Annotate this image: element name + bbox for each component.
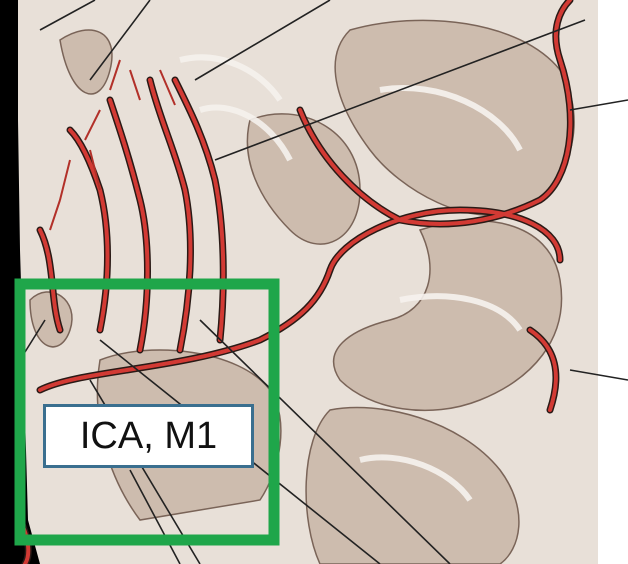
page-margin [598,0,628,564]
callout-label: ICA, M1 [80,415,217,458]
callout-label-box: ICA, M1 [43,404,254,468]
